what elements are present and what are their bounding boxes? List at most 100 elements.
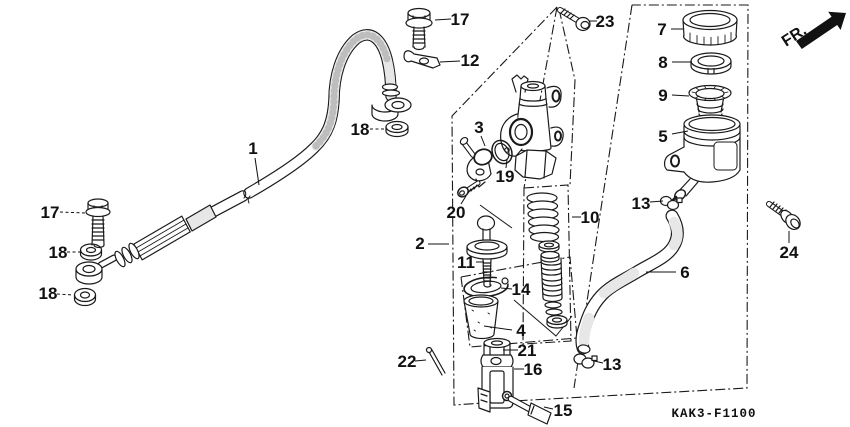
leader-line	[460, 195, 467, 205]
leader-line	[500, 287, 513, 290]
part-number-label: 13	[603, 355, 622, 374]
part-number-label: 15	[554, 401, 573, 420]
master-cylinder-body-drawing	[500, 74, 564, 180]
part-number-label: 21	[518, 341, 537, 360]
joint-piece-drawing	[459, 136, 493, 188]
part-number-label: 8	[658, 53, 667, 72]
part-number-label: 9	[658, 86, 667, 105]
reservoir-tank-drawing	[663, 114, 741, 204]
joint-pin-drawing	[507, 395, 552, 425]
part-callout-5-4: 5	[658, 127, 689, 146]
flange-bolt-drawing	[766, 201, 801, 231]
leader-line	[439, 60, 461, 63]
leader-line	[59, 211, 86, 214]
part-callout-24-27: 24	[780, 231, 799, 262]
part-number-label: 16	[524, 360, 543, 379]
set-plate-drawing	[690, 52, 732, 75]
leader-line	[414, 359, 427, 362]
part-number-label: 10	[581, 208, 600, 227]
leader-line	[434, 18, 452, 21]
washer-18-top	[385, 120, 409, 138]
oil-bolt-top-drawing	[405, 7, 433, 51]
part-callout-3-2: 3	[474, 118, 486, 147]
part-number-label: 22	[398, 352, 417, 371]
part-number-label: 6	[680, 263, 689, 282]
part-callout-19-22: 19	[496, 158, 515, 186]
part-callout-13-13: 13	[593, 355, 622, 374]
part-number-callouts: 1234567891011121313141516171718181819202…	[39, 10, 799, 420]
part-number-label: 1	[248, 139, 257, 158]
push-rod-drawing	[466, 215, 508, 288]
part-callout-4-3: 4	[483, 321, 526, 340]
hose-mottled-band	[185, 204, 217, 232]
reservoir-cap-drawing	[682, 9, 738, 46]
screw-20-drawing	[457, 180, 481, 198]
tube-clamp-lower-drawing	[573, 353, 598, 369]
washer-18-bottom-left	[73, 287, 97, 307]
part-callout-7-6: 7	[657, 20, 683, 39]
spring-piston-stack-drawing	[526, 192, 568, 329]
washer-18-mid-left	[79, 243, 103, 261]
screw-23-drawing	[557, 7, 591, 32]
leader-line	[543, 406, 554, 410]
part-number-label: 5	[658, 127, 667, 146]
part-number-label: 18	[351, 120, 370, 139]
part-callout-23-26: 23	[589, 12, 614, 31]
leader-line	[480, 135, 486, 147]
part-number-label: 14	[512, 280, 531, 299]
part-number-label: 3	[474, 118, 483, 137]
spring-detail-box	[522, 184, 572, 345]
part-number-label: 2	[415, 234, 424, 253]
part-callout-20-23: 20	[447, 195, 467, 222]
diagram-code: KAK3-F1100	[671, 407, 756, 421]
part-number-label: 23	[596, 12, 615, 31]
part-number-label: 11	[457, 253, 475, 272]
part-number-label: 13	[632, 194, 651, 213]
leader-line	[483, 325, 513, 331]
hose-banjo-eye-upper	[371, 97, 412, 122]
part-callout-10-9: 10	[572, 208, 599, 227]
part-number-label: 17	[451, 10, 470, 29]
part-number-label: 18	[49, 243, 68, 262]
cotter-pin-drawing	[425, 346, 446, 376]
detail-wedge-right	[558, 8, 576, 186]
part-callout-14-14: 14	[500, 280, 531, 299]
part-number-label: 7	[657, 20, 666, 39]
part-callout-12-11: 12	[439, 51, 480, 70]
oil-bolt-left-drawing	[85, 198, 111, 249]
boot-drawing	[463, 294, 499, 340]
part-callout-9-8: 9	[658, 86, 690, 105]
leader-line	[649, 200, 664, 203]
part-callout-18-19: 18	[351, 120, 386, 139]
part-number-label: 4	[516, 321, 526, 340]
part-number-label: 12	[461, 51, 480, 70]
part-callout-17-18: 17	[41, 203, 86, 222]
hose-banjo-eye-lower	[75, 261, 103, 285]
tube-clamp-upper-drawing	[659, 195, 683, 211]
leader-line	[593, 360, 604, 364]
reservoir-hose-drawing	[575, 209, 684, 355]
part-number-label: 20	[447, 203, 466, 222]
leader-line	[671, 94, 690, 97]
boot-detail-box	[460, 256, 578, 348]
clevis-joint-drawing	[477, 354, 514, 413]
part-number-label: 19	[496, 167, 515, 186]
part-callout-16-16: 16	[514, 360, 542, 379]
snap-ring-drawing	[463, 272, 510, 298]
part-callout-18-21: 18	[39, 284, 74, 303]
part-callout-18-20: 18	[49, 243, 80, 262]
part-number-label: 18	[39, 284, 58, 303]
part-callout-8-7: 8	[658, 53, 692, 72]
part-callout-15-15: 15	[543, 401, 573, 420]
fr-direction-arrow	[796, 11, 846, 50]
leader-line	[56, 293, 74, 296]
part-callout-1-0: 1	[248, 139, 260, 186]
part-callout-21-24: 21	[503, 341, 536, 360]
leader-line	[505, 158, 508, 169]
leader-line	[254, 157, 260, 186]
leader-line	[671, 130, 689, 135]
part-callout-6-5: 6	[646, 263, 690, 282]
brake-hose-drawing	[75, 29, 412, 285]
hose-break-mark	[243, 190, 251, 204]
